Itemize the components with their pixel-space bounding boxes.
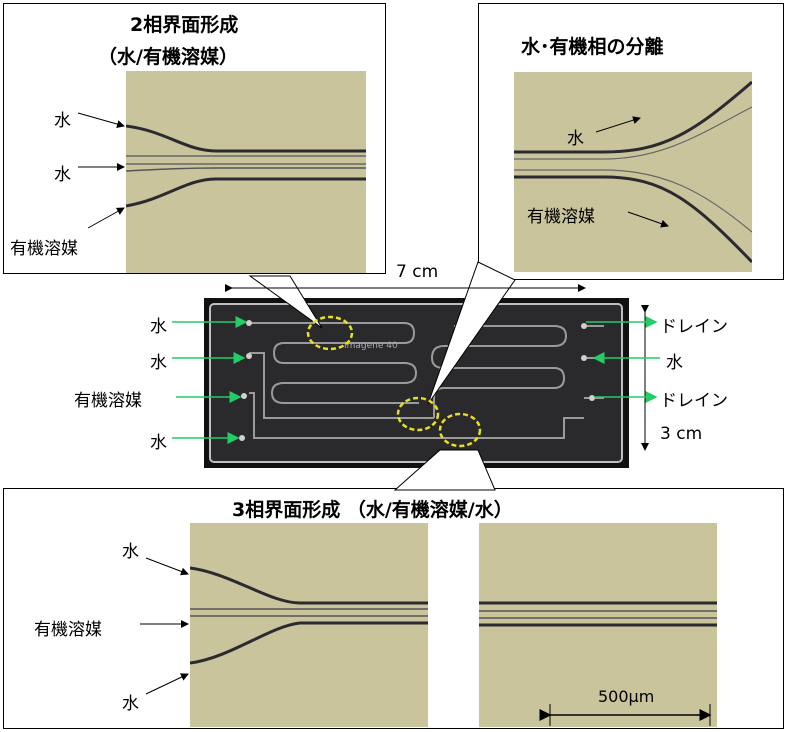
label-water-top: 水 — [122, 542, 139, 562]
chip-channel-drawing: Imagene 40 — [209, 303, 623, 463]
panel-title: 水･有機相の分離 — [521, 36, 664, 58]
chip-label-left-3: 有機溶媒 — [74, 391, 142, 411]
chip-label-right-2: 水 — [666, 353, 683, 373]
label-organic: 有機溶媒 — [10, 239, 78, 259]
three-phase-drawing — [190, 566, 428, 665]
label-water-bottom: 水 — [122, 694, 139, 714]
microchip-photo: Imagene 40 — [204, 298, 629, 468]
micrograph-three-phase-junction — [190, 523, 428, 727]
chip-height-label: 3 cm — [660, 424, 703, 444]
micrograph-separation — [514, 72, 752, 272]
micrograph-three-phase-flow — [479, 523, 717, 727]
channel-junction-drawing — [126, 124, 366, 208]
three-phase-flow-drawing — [479, 601, 717, 627]
panel-title-line1: 2相界面形成 — [130, 14, 239, 36]
separation-drawing — [514, 80, 752, 264]
label-water: 水 — [567, 129, 584, 149]
label-water-2: 水 — [54, 165, 71, 185]
chip-width-label: 7 cm — [396, 262, 439, 282]
panel-two-phase: 2相界面形成 （水/有機溶媒） 水 水 有機溶媒 — [3, 3, 386, 274]
chip-label-left-2: 水 — [150, 353, 167, 373]
chip-label-right-1: ドレイン — [660, 317, 728, 337]
label-organic: 有機溶媒 — [34, 620, 102, 640]
panel-title: 3相界面形成 （水/有機溶媒/水） — [232, 499, 513, 521]
panel-three-phase: 3相界面形成 （水/有機溶媒/水） 水 有機溶媒 水 500μm — [3, 488, 784, 729]
chip-label-left-1: 水 — [150, 317, 167, 337]
chip-label-left-4: 水 — [150, 433, 167, 453]
panel-phase-separation: 水･有機相の分離 水 有機溶媒 — [478, 3, 784, 280]
label-organic: 有機溶媒 — [527, 207, 595, 227]
panel-title-line2: （水/有機溶媒） — [98, 46, 238, 68]
scale-bar-label: 500μm — [598, 687, 655, 706]
label-water-1: 水 — [54, 111, 71, 131]
chip-imprint: Imagene 40 — [344, 341, 398, 351]
micrograph-two-phase — [126, 71, 366, 273]
chip-label-right-3: ドレイン — [660, 391, 728, 411]
